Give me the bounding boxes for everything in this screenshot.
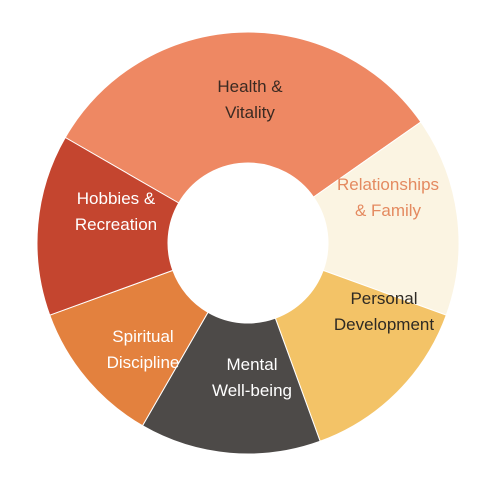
segment-label-line: & Family — [355, 201, 422, 220]
segment-label-line: Health & — [217, 77, 283, 96]
wheel-center-hole — [168, 163, 328, 323]
segment-label-line: Well-being — [212, 381, 292, 400]
segment-label-health: Health & Vitality — [217, 77, 283, 122]
segment-label-line: Vitality — [225, 103, 275, 122]
segment-label-line: Discipline — [107, 353, 180, 372]
wheel-segments — [36, 31, 460, 455]
segment-label-line: Relationships — [337, 175, 439, 194]
segment-label-relationships: Relationships & Family — [337, 175, 439, 220]
segment-label-line: Hobbies & — [77, 189, 156, 208]
segment-label-line: Mental — [226, 355, 277, 374]
segment-label-line: Spiritual — [112, 327, 173, 346]
segment-label-line: Personal — [350, 289, 417, 308]
segment-label-hobbies: Hobbies & Recreation — [75, 189, 157, 234]
segment-label-line: Development — [334, 315, 434, 334]
segment-label-line: Recreation — [75, 215, 157, 234]
